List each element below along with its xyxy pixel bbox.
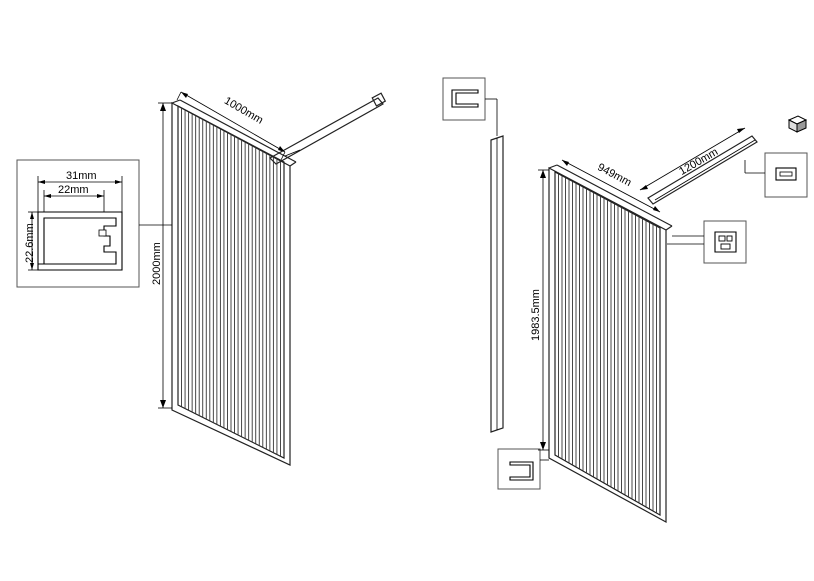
profile-height-label: 22.6mm bbox=[24, 223, 36, 263]
profile-detail-box: 31mm 22mm 22.6mm bbox=[16, 159, 172, 288]
right-panel-fluted-ribs bbox=[558, 173, 657, 513]
u-channel-detail-top bbox=[442, 77, 498, 136]
left-height-label: 2000mm bbox=[151, 242, 163, 285]
end-cap-detail bbox=[744, 152, 808, 198]
wall-channel bbox=[490, 135, 504, 433]
right-height-label: 1983.5mm bbox=[530, 289, 542, 341]
right-panel-outline bbox=[548, 167, 667, 524]
right-height-dimension: 1983.5mm bbox=[530, 169, 549, 451]
left-support-bar bbox=[269, 92, 387, 165]
right-support-bar: 1200mm bbox=[639, 127, 758, 205]
u-channel-detail-bottom bbox=[497, 448, 549, 490]
left-height-dimension: 2000mm bbox=[151, 102, 172, 409]
profile-inner-width-label: 22mm bbox=[58, 184, 89, 196]
bracket-profile-detail bbox=[667, 220, 747, 264]
profile-outer-width-label: 31mm bbox=[66, 170, 97, 182]
connector-cube-icon bbox=[787, 115, 808, 133]
left-glass-panel bbox=[171, 99, 297, 466]
left-width-label: 1000mm bbox=[222, 95, 265, 127]
left-panel-fluted-ribs bbox=[181, 107, 281, 457]
bar-length-label: 1200mm bbox=[677, 146, 720, 178]
right-glass-panel bbox=[548, 164, 673, 524]
right-width-label: 949mm bbox=[595, 161, 633, 189]
